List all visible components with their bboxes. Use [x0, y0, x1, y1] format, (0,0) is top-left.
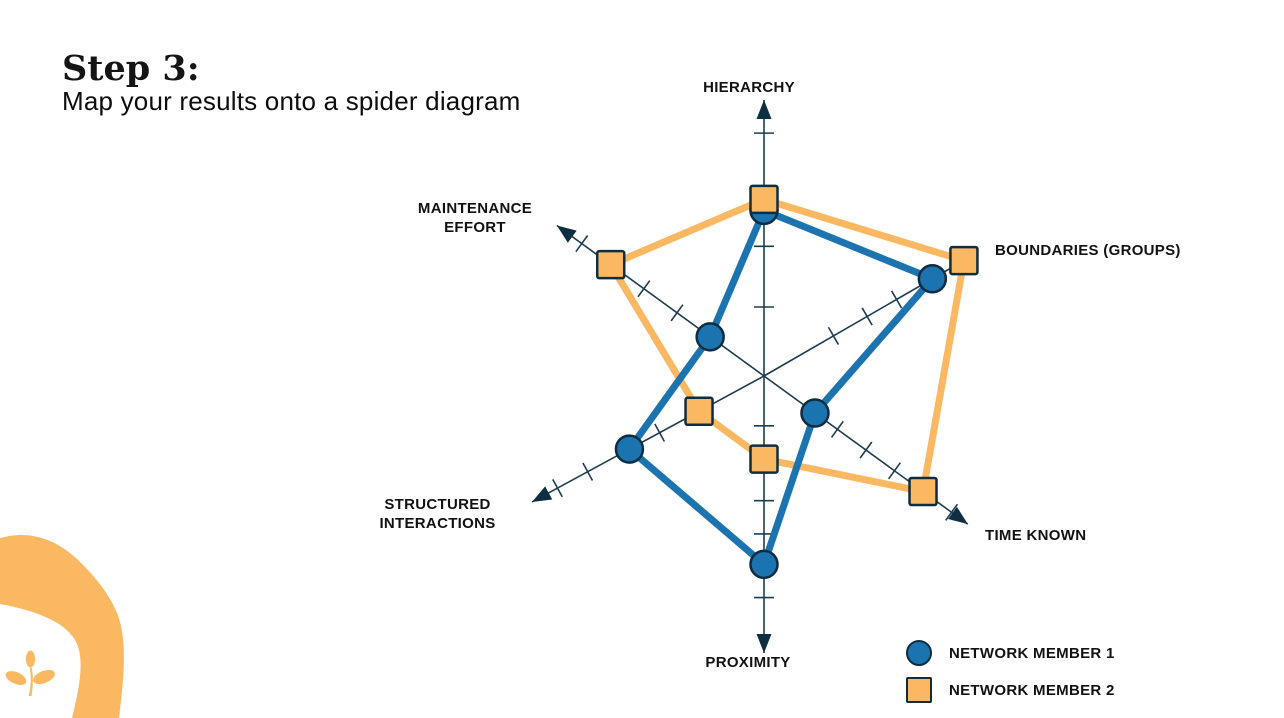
axis-label-structured-interactions: STRUCTURED INTERACTIONS	[379, 496, 496, 532]
square-marker-icon	[906, 677, 932, 703]
circle-marker-icon	[906, 640, 932, 666]
legend: NETWORK MEMBER 1 NETWORK MEMBER 2	[906, 639, 1115, 713]
corner-decoration	[0, 534, 124, 718]
axis-label-hierarchy: HIERARCHY	[703, 79, 795, 96]
axis-label-maintenance-effort: MAINTENANCE EFFORT	[417, 200, 533, 236]
axis-label-time-known: TIME KNOWN	[985, 527, 1087, 544]
sprout-icon	[5, 650, 55, 696]
axis-label-proximity: PROXIMITY	[705, 654, 791, 671]
page-title: Step 3:	[62, 48, 200, 89]
axis-label-boundaries-groups: BOUNDARIES (GROUPS)	[995, 242, 1181, 259]
legend-label-member1: NETWORK MEMBER 1	[949, 644, 1115, 662]
legend-item-member2: NETWORK MEMBER 2	[906, 676, 1115, 704]
page-subtitle: Map your results onto a spider diagram	[62, 86, 521, 116]
corner-ribbon	[0, 534, 124, 718]
legend-item-member1: NETWORK MEMBER 1	[906, 639, 1115, 667]
legend-label-member2: NETWORK MEMBER 2	[949, 681, 1115, 699]
